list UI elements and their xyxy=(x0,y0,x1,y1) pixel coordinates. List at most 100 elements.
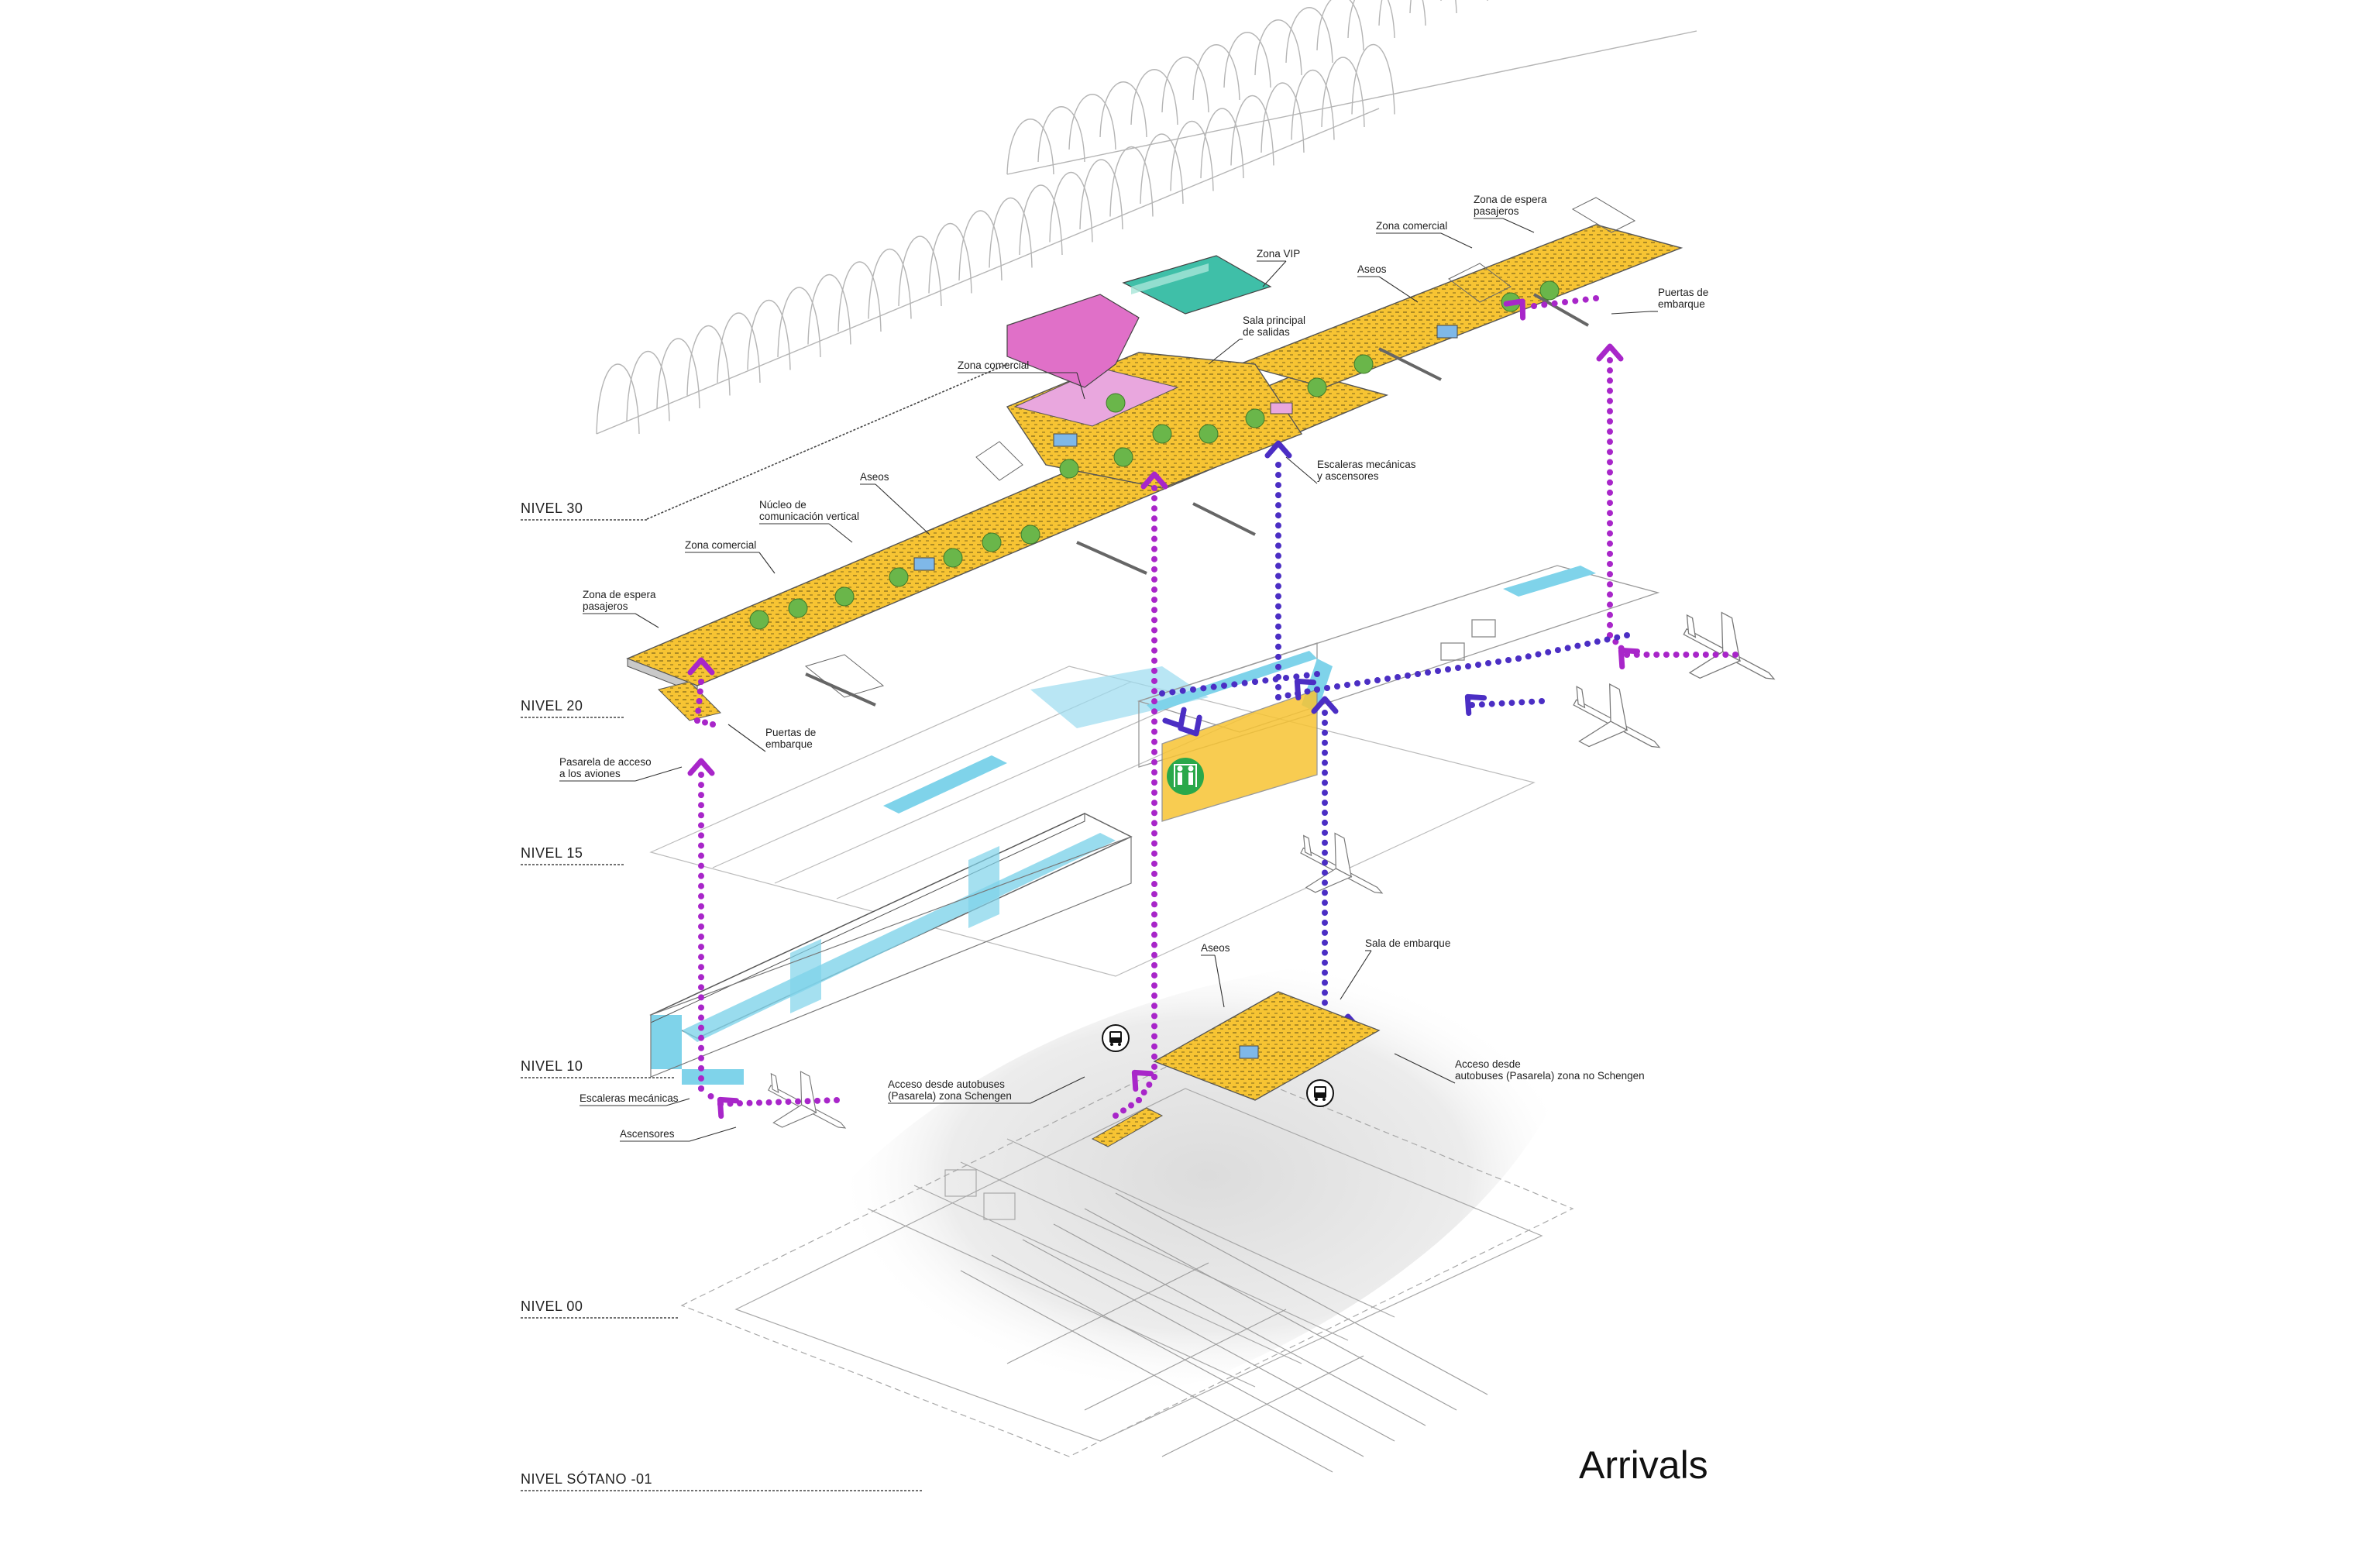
roof-arch xyxy=(868,248,912,319)
callout-text: Zona comercial xyxy=(685,539,756,551)
roof-arch xyxy=(1347,0,1395,39)
roof-arch xyxy=(1316,0,1364,51)
callout-leader xyxy=(875,483,930,535)
callout-text: Aseos xyxy=(1357,263,1387,275)
dotted-path xyxy=(1607,357,1739,658)
roof-arch xyxy=(1254,19,1302,76)
callout-text: a los aviones xyxy=(559,768,621,779)
roof-arch xyxy=(1006,119,1054,175)
callout-escaleras-10: Escaleras mecánicas xyxy=(580,1092,690,1106)
roof-arch xyxy=(1109,146,1154,217)
callout-text: y ascensores xyxy=(1317,470,1379,482)
callout-text: Zona de espera xyxy=(1474,194,1547,205)
direction-chevron xyxy=(1311,696,1339,714)
direction-chevron xyxy=(1264,440,1292,459)
passenger-paths xyxy=(687,295,1739,1120)
tree xyxy=(749,610,769,630)
callout-text: Acceso desde autobuses xyxy=(888,1078,1005,1090)
callout-leader xyxy=(1262,260,1287,287)
roof-arch xyxy=(928,222,972,294)
direction-chevron xyxy=(1596,343,1624,362)
tree xyxy=(1152,424,1172,444)
roof-arch xyxy=(1079,159,1123,230)
callout-text: pasajeros xyxy=(1474,205,1519,217)
direction-chevron xyxy=(1294,678,1317,701)
callout-zona-comercial-top: Zona comercial xyxy=(958,359,1085,400)
callout-zona-vip: Zona VIP xyxy=(1257,248,1300,287)
callout-text: Zona comercial xyxy=(1376,220,1447,232)
callout-text: de salidas xyxy=(1243,326,1290,338)
level-label: NIVEL 10 xyxy=(521,1058,583,1074)
callout-leader xyxy=(1340,950,1372,1000)
direction-chevron xyxy=(1503,298,1526,321)
direction-chevron xyxy=(687,758,715,776)
roof-arch xyxy=(596,363,640,435)
tree xyxy=(1199,424,1219,444)
bus-icon-schengen xyxy=(1102,1024,1130,1052)
callout-leader xyxy=(1285,456,1318,484)
tree xyxy=(1307,377,1327,397)
airplane-icon xyxy=(1573,683,1661,748)
callout-leader xyxy=(1208,339,1240,365)
roof-arch xyxy=(1192,44,1240,101)
roof-arch xyxy=(1130,69,1178,126)
callout-text: Pasarela de acceso xyxy=(559,756,652,768)
tree xyxy=(943,548,963,568)
callout-text: Ascensores xyxy=(620,1128,675,1140)
tree xyxy=(834,586,855,607)
callout-leader xyxy=(635,613,659,628)
callout-text: Puertas de xyxy=(1658,287,1708,298)
roof-arch xyxy=(958,210,1003,281)
callout-aseos-low: Aseos xyxy=(1201,942,1230,1008)
roof-arch xyxy=(1200,108,1244,179)
roof-edge xyxy=(1006,30,1697,175)
callout-leader xyxy=(1394,1053,1456,1084)
callout-leader xyxy=(689,1126,737,1142)
roof-edge xyxy=(596,108,1380,435)
callout-leader xyxy=(635,766,683,782)
roof-arch xyxy=(1230,95,1274,166)
callout-leader xyxy=(758,552,776,574)
callout-text: Sala principal xyxy=(1243,315,1305,326)
dotted-path xyxy=(1531,295,1599,309)
roof-arch xyxy=(1068,94,1116,150)
callout-acceso-schengen: Acceso desde autobuses(Pasarela) zona Sc… xyxy=(888,1076,1085,1104)
level-label: NIVEL SÓTANO -01 xyxy=(521,1470,652,1487)
roof-arch xyxy=(1285,7,1333,64)
callout-text: Zona comercial xyxy=(958,359,1029,371)
roof-arch xyxy=(898,236,942,307)
callout-text: pasajeros xyxy=(583,600,628,612)
callout-leader xyxy=(727,724,766,752)
security-check-icon xyxy=(1167,758,1204,795)
roof-arch xyxy=(1161,57,1209,113)
airplane-icon xyxy=(1300,832,1384,894)
callout-leader xyxy=(1440,232,1473,249)
basement-structure xyxy=(960,1192,1488,1473)
callout-zona-comercial-left2: Zona comercial xyxy=(685,539,776,574)
callout-leader xyxy=(666,1098,690,1106)
callout-text: Núcleo de xyxy=(759,499,807,511)
callout-text: Zona de espera xyxy=(583,589,656,600)
callout-text: Sala de embarque xyxy=(1365,937,1450,949)
tree xyxy=(788,598,808,618)
dotted-path xyxy=(1469,698,1545,708)
direction-chevron xyxy=(1140,471,1168,490)
callout-text: Aseos xyxy=(1201,942,1230,954)
dotted-path xyxy=(698,772,840,1107)
roof-arch xyxy=(1170,120,1214,191)
roof-arch xyxy=(1037,106,1085,163)
airplane-icon xyxy=(768,1071,847,1129)
callout-text: Escaleras mecánicas xyxy=(1317,459,1416,470)
callout-text: (Pasarela) zona Schengen xyxy=(888,1090,1012,1102)
roof-arch xyxy=(1378,0,1426,26)
